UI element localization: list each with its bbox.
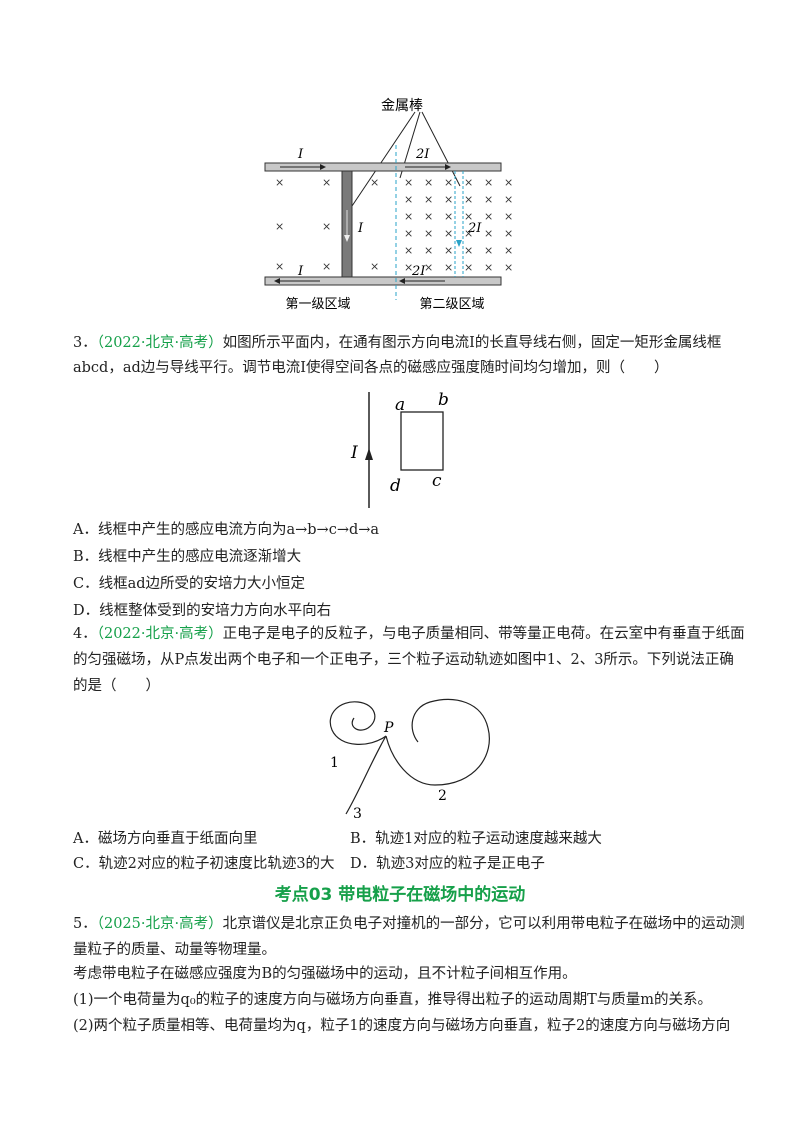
q4-track2-label: 2: [438, 788, 447, 804]
field-x-mark: ×: [424, 210, 433, 223]
field-x-mark: ×: [484, 261, 493, 274]
q3-option-c[interactable]: C．线框ad边所受的安培力大小恒定: [73, 576, 306, 592]
field-x-mark: ×: [464, 261, 473, 274]
q5-text-line1: 北京谱仪是北京正负电子对撞机的一部分，它可以利用带电粒子在磁场中的运动测: [222, 916, 745, 932]
q4-option-a[interactable]: A．磁场方向垂直于纸面向里: [73, 831, 258, 847]
current-right-vertical: 2I: [467, 221, 482, 236]
field-x-mark: ×: [404, 193, 413, 206]
current-rod: I: [357, 221, 364, 236]
field-x-mark: ×: [424, 261, 433, 274]
current-bottom-right: 2I: [411, 264, 426, 279]
q4-text-line3: 的是（ ）: [73, 678, 160, 694]
field-x-mark: ×: [404, 176, 413, 189]
field-x-mark: ×: [464, 227, 473, 240]
figure-metal-rod-regions: 金属棒 I 2I I 2I I 2I ×××××××××××××××××××××…: [264, 98, 513, 312]
region2-label: 第二级区域: [419, 297, 484, 312]
q3-text-line1: 如图所示平面内，在通有图示方向电流I的长直导线右侧，固定一矩形金属线框: [222, 335, 722, 351]
q3-figure-wire-loop: I a b c d: [350, 390, 449, 508]
field-x-mark: ×: [444, 227, 453, 240]
q3-option-d[interactable]: D．线框整体受到的安培力方向水平向右: [73, 603, 332, 619]
field-x-mark: ×: [504, 244, 513, 257]
field-x-mark: ×: [424, 244, 433, 257]
q5-text-line4: (1)一个电荷量为q₀的粒子的速度方向与磁场方向垂直，推导得出粒子的运动周期T与…: [73, 992, 713, 1008]
magnetic-field-marks: × × × × × × × × × × × × × × × × × × × × × × × × × × × × × × × × × × × × × × × ×…: [275, 176, 513, 274]
section-heading: 考点03 带电粒子在磁场中的运动: [274, 885, 526, 905]
field-x-mark: ×: [464, 210, 473, 223]
field-x-mark: ×: [464, 244, 473, 257]
field-x-mark: ×: [322, 176, 331, 189]
q4-source: （2022·北京·高考）: [96, 626, 223, 642]
field-x-mark: ×: [504, 210, 513, 223]
field-x-mark: ×: [444, 261, 453, 274]
q5-number: 5．: [73, 916, 97, 932]
q3-corner-a: a: [395, 395, 405, 415]
current-bottom-left: I: [297, 264, 304, 279]
region1-label: 第一级区域: [285, 297, 350, 312]
field-x-mark: ×: [484, 193, 493, 206]
field-x-mark: ×: [484, 210, 493, 223]
q3-corner-b: b: [438, 390, 449, 410]
field-x-mark: ×: [444, 244, 453, 257]
q4-option-b[interactable]: B．轨迹1对应的粒子运动速度越来越大: [350, 831, 602, 847]
q4-figure-particle-tracks: P 1 2 3: [329, 698, 490, 820]
q5-text-line2: 量粒子的质量、动量等物理量。: [73, 942, 276, 958]
q3-source: （2022·北京·高考）: [96, 335, 223, 351]
field-x-mark: ×: [404, 261, 413, 274]
field-x-mark: ×: [424, 193, 433, 206]
q3-number: 3．: [73, 335, 97, 351]
field-x-mark: ×: [322, 260, 331, 273]
q3-text-line2: abcd，ad边与导线平行。调节电流I使得空间各点的磁感应强度随时间均匀增加，则…: [73, 360, 669, 376]
field-x-mark: ×: [484, 244, 493, 257]
metal-rod-label: 金属棒: [381, 98, 423, 114]
q4-number: 4．: [73, 626, 97, 642]
field-x-mark: ×: [424, 227, 433, 240]
q5-text-line3: 考虑带电粒子在磁感应强度为B的匀强磁场中的运动，且不计粒子间相互作用。: [73, 966, 577, 982]
current-top-right: 2I: [415, 147, 430, 162]
field-x-mark: ×: [444, 210, 453, 223]
current-top-left: I: [297, 147, 304, 162]
q4-text-line2: 的匀强磁场，从P点发出两个电子和一个正电子，三个粒子运动轨迹如图中1、2、3所示…: [73, 652, 734, 668]
field-x-mark: ×: [484, 227, 493, 240]
field-x-mark: ×: [322, 220, 331, 233]
field-x-mark: ×: [370, 260, 379, 273]
field-x-mark: ×: [370, 176, 379, 189]
field-x-mark: ×: [275, 260, 284, 273]
q4-track3-label: 3: [353, 806, 362, 820]
field-x-mark: ×: [504, 227, 513, 240]
field-x-mark: ×: [464, 176, 473, 189]
field-x-mark: ×: [504, 176, 513, 189]
q5-source: （2025·北京·高考）: [96, 916, 223, 932]
field-x-mark: ×: [504, 261, 513, 274]
field-x-mark: ×: [484, 176, 493, 189]
q4-stem-line1: 4．（2022·北京·高考）正电子是电子的反粒子，与电子质量相同、带等量正电荷。…: [73, 624, 745, 644]
q4-text-line1: 正电子是电子的反粒子，与电子质量相同、带等量正电荷。在云室中有垂直于纸面: [222, 626, 745, 642]
q4-track1-label: 1: [330, 755, 339, 771]
q3-corner-c: c: [432, 471, 442, 491]
field-x-mark: ×: [444, 176, 453, 189]
q3-stem-line1: 3．（2022·北京·高考）如图所示平面内，在通有图示方向电流I的长直导线右侧，…: [73, 333, 721, 353]
q3-corner-d: d: [390, 476, 401, 496]
q5-text-line5: (2)两个粒子质量相等、电荷量均为q，粒子1的速度方向与磁场方向垂直，粒子2的速…: [73, 1018, 731, 1034]
q5-stem-line1: 5．（2025·北京·高考）北京谱仪是北京正负电子对撞机的一部分，它可以利用带电…: [73, 914, 745, 934]
field-x-mark: ×: [444, 193, 453, 206]
field-x-mark: ×: [404, 244, 413, 257]
q4-point-p: P: [383, 720, 394, 736]
field-x-mark: ×: [424, 176, 433, 189]
field-x-mark: ×: [464, 193, 473, 206]
q3-current-label: I: [350, 443, 358, 463]
q3-option-b[interactable]: B．线框中产生的感应电流逐渐增大: [73, 549, 302, 565]
q4-option-d[interactable]: D．轨迹3对应的粒子是正电子: [350, 856, 545, 872]
q3-option-a[interactable]: A．线框中产生的感应电流方向为a→b→c→d→a: [73, 522, 380, 538]
field-x-mark: ×: [275, 220, 284, 233]
field-x-mark: ×: [404, 210, 413, 223]
field-x-mark: ×: [275, 176, 284, 189]
field-x-mark: ×: [404, 227, 413, 240]
q4-option-c[interactable]: C．轨迹2对应的粒子初速度比轨迹3的大: [73, 856, 335, 872]
field-x-mark: ×: [504, 193, 513, 206]
